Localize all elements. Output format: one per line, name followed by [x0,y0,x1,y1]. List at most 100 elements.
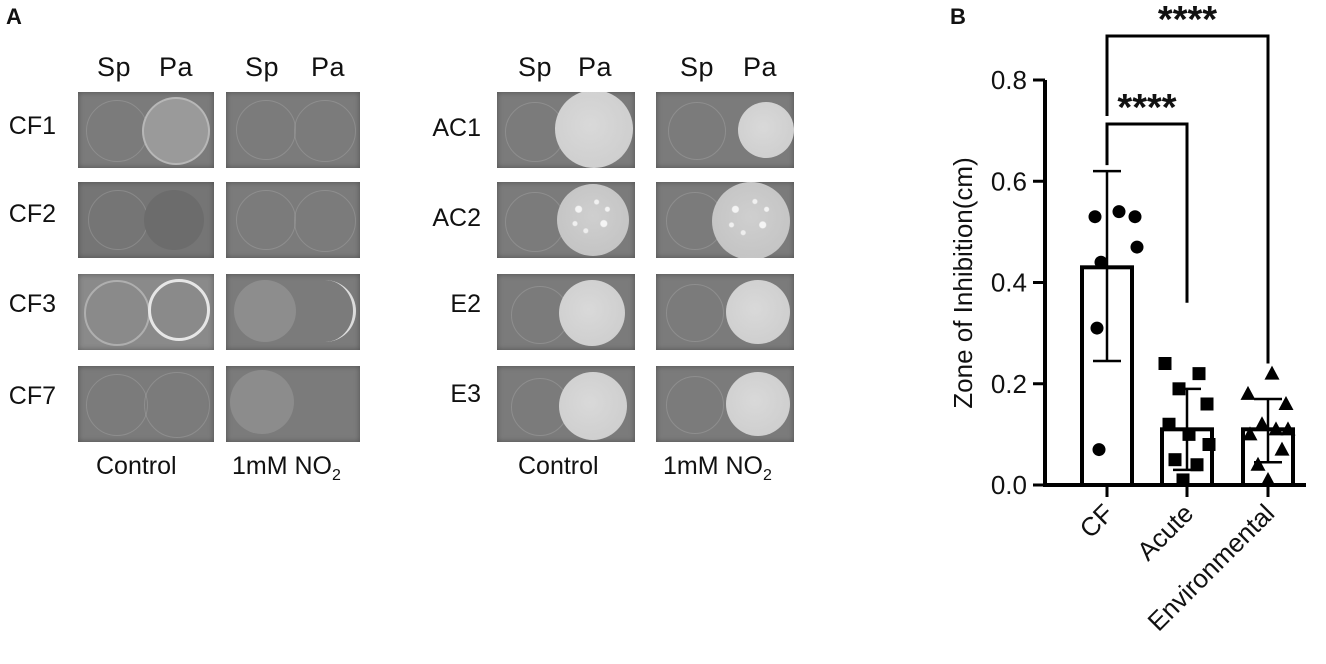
spot-pa [738,102,794,158]
spot-pa [148,279,210,341]
spot-sp [668,102,726,160]
spot-sp [666,284,724,342]
data-point-environmental [1250,456,1266,471]
spot-sp [230,370,294,434]
data-point-environmental [1242,426,1258,441]
spot-pa [294,100,356,162]
spot-pa [144,372,210,438]
no2-subscript: 2 [763,467,772,484]
data-point-environmental [1278,396,1294,410]
y-tick-label: 0.4 [991,268,1027,298]
data-point-acute [1200,397,1214,411]
plate-cf1-no2 [226,92,360,168]
y-axis-label: Zone of Inhibition(cm) [948,157,978,408]
data-point-acute [1192,367,1206,381]
spot-pa [144,190,204,250]
data-point-acute [1162,417,1176,431]
data-point-environmental [1254,416,1270,431]
header-sp-control-right: Sp [518,52,553,82]
plate-cf3-control [78,274,214,350]
data-point-acute [1158,357,1172,370]
x-tick-label-cf: CF [1074,498,1120,544]
spot-pa [142,97,210,165]
condition-no2-right: 1mM NO2 [663,452,772,485]
row-label-e2: E2 [450,290,481,318]
data-point-acute [1168,453,1182,467]
data-point-environmental [1260,471,1276,486]
panel-a-letter: A [6,4,22,29]
plate-cf2-control [78,182,214,258]
condition-control-right: Control [518,452,599,480]
plate-cf3-no2 [226,274,360,350]
data-point-acute [1172,382,1186,396]
plate-e3-no2 [656,366,794,442]
data-point-cf [1088,210,1102,224]
condition-no2-left: 1mM NO2 [232,452,341,485]
y-tick-label: 0.6 [991,166,1027,196]
spot-pa [726,372,790,436]
data-point-environmental [1268,421,1284,436]
data-point-cf [1130,240,1144,254]
data-point-environmental [1274,441,1290,456]
data-point-acute [1202,438,1216,451]
row-label-e3: E3 [450,380,481,408]
data-point-environmental [1240,385,1256,400]
spot-pa [294,280,356,342]
row-label-ac2: AC2 [432,204,481,232]
row-label-cf3: CF3 [8,290,56,318]
header-pa-no2-right: Pa [743,52,778,82]
data-point-acute [1176,473,1190,487]
y-tick-label: 0.2 [991,369,1027,399]
spot-pa [557,184,629,256]
plate-cf1-control [78,92,214,168]
spot-pa [559,372,627,440]
spot-sp [666,376,724,434]
spot-sp [234,280,296,342]
spot-pa [559,280,625,346]
no2-prefix: 1mM NO [232,452,332,480]
row-label-cf1: CF1 [8,112,56,140]
spot-pa [555,92,633,168]
header-pa-control-right: Pa [578,52,613,82]
significance-label: **** [1117,87,1176,129]
header-sp-no2-left: Sp [245,52,280,82]
plate-cf2-no2 [226,182,360,258]
plate-ac1-control [497,92,635,168]
data-point-cf [1112,205,1126,219]
data-point-acute [1190,458,1204,472]
data-point-acute [1182,427,1196,441]
data-point-environmental [1280,421,1296,436]
data-point-cf [1128,210,1142,224]
significance-bracket [1105,34,1270,364]
plate-e2-no2 [656,274,794,350]
plate-e2-control [497,274,635,350]
data-point-cf [1094,255,1108,269]
plate-ac2-no2 [656,182,794,258]
y-tick-label: 0.8 [991,65,1027,95]
x-tick-label-acute: Acute [1131,498,1199,566]
spot-pa [294,190,356,252]
no2-subscript: 2 [332,467,341,484]
plate-ac1-no2 [656,92,794,168]
condition-control-left: Control [96,452,177,480]
row-label-ac1: AC1 [432,114,481,142]
data-point-cf [1090,321,1104,335]
header-pa-no2-left: Pa [311,52,346,82]
header-pa-control-left: Pa [159,52,194,82]
panel-b-letter: B [950,4,966,29]
y-tick-label: 0.0 [991,470,1027,500]
significance-bracket [1105,122,1189,303]
header-sp-control-left: Sp [97,52,132,82]
data-point-environmental [1264,365,1280,380]
header-sp-no2-right: Sp [680,52,715,82]
significance-label: **** [1158,0,1217,41]
plate-ac2-control [497,182,635,258]
data-point-cf [1092,443,1106,457]
plate-cf7-control [78,366,214,442]
row-label-cf7: CF7 [8,382,56,410]
spot-pa [726,280,790,344]
plate-e3-control [497,366,635,442]
no2-prefix: 1mM NO [663,452,763,480]
